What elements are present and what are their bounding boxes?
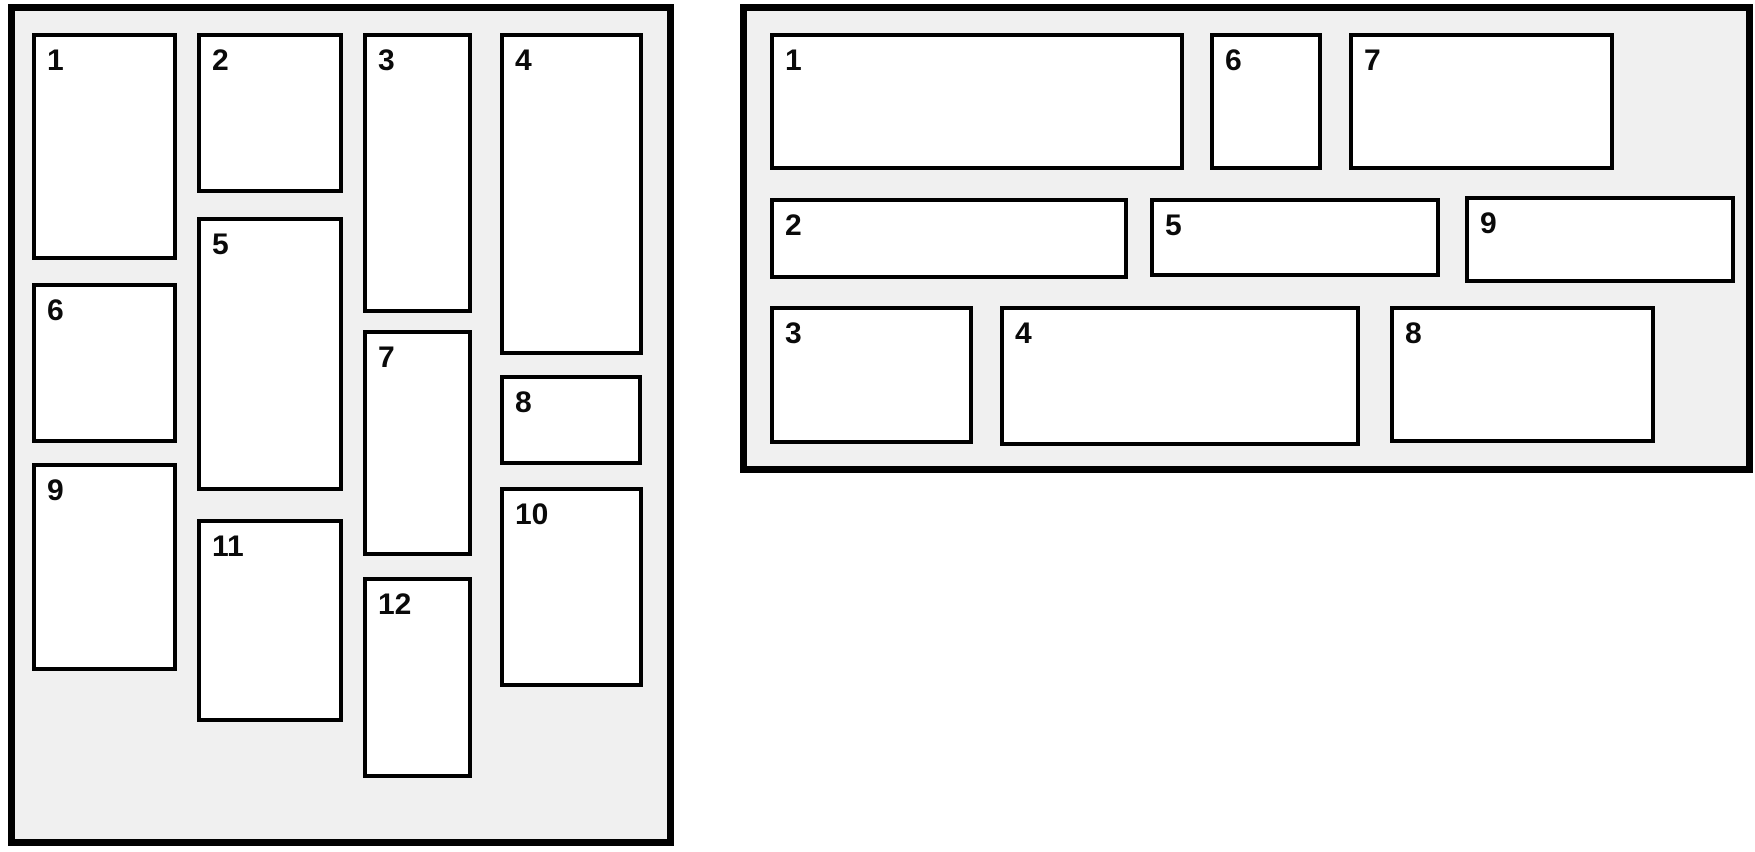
masonry-item-4: 4 <box>500 33 643 355</box>
card-number: 1 <box>47 44 64 77</box>
row-item-4: 4 <box>1000 306 1360 446</box>
row-item-5: 5 <box>1150 198 1440 277</box>
card-number: 7 <box>378 341 395 374</box>
card-number: 9 <box>47 474 64 507</box>
masonry-item-5: 5 <box>197 217 343 491</box>
card-number: 5 <box>1165 209 1182 242</box>
card-number: 3 <box>785 317 802 350</box>
card-number: 12 <box>378 588 412 621</box>
card-number: 8 <box>515 386 532 419</box>
row-item-7: 7 <box>1349 33 1614 170</box>
masonry-item-9: 9 <box>32 463 177 671</box>
masonry-item-6: 6 <box>32 283 177 443</box>
card-number: 5 <box>212 228 229 261</box>
masonry-item-1: 1 <box>32 33 177 260</box>
row-item-8: 8 <box>1390 306 1655 443</box>
card-number: 10 <box>515 498 549 531</box>
masonry-item-7: 7 <box>363 330 472 556</box>
masonry-item-2: 2 <box>197 33 343 193</box>
card-number: 11 <box>212 530 244 563</box>
card-number: 9 <box>1480 207 1497 240</box>
card-number: 6 <box>47 294 64 327</box>
card-number: 4 <box>1015 317 1032 350</box>
card-number: 1 <box>785 44 802 77</box>
card-number: 3 <box>378 44 395 77</box>
card-number: 2 <box>212 44 229 77</box>
card-number: 8 <box>1405 317 1422 350</box>
card-number: 7 <box>1364 44 1381 77</box>
masonry-item-8: 8 <box>500 375 642 465</box>
row-item-1: 1 <box>770 33 1184 170</box>
row-item-9: 9 <box>1465 196 1735 283</box>
rows-layout-panel: 1 2 3 4 5 6 7 8 9 <box>740 4 1753 473</box>
masonry-item-11: 11 <box>197 519 343 722</box>
masonry-item-3: 3 <box>363 33 472 313</box>
row-item-2: 2 <box>770 198 1128 279</box>
masonry-item-10: 10 <box>500 487 643 687</box>
masonry-item-12: 12 <box>363 577 472 778</box>
row-item-3: 3 <box>770 306 973 444</box>
card-number: 6 <box>1225 44 1242 77</box>
row-item-6: 6 <box>1210 33 1322 170</box>
card-number: 4 <box>515 44 532 77</box>
card-number: 2 <box>785 209 802 242</box>
